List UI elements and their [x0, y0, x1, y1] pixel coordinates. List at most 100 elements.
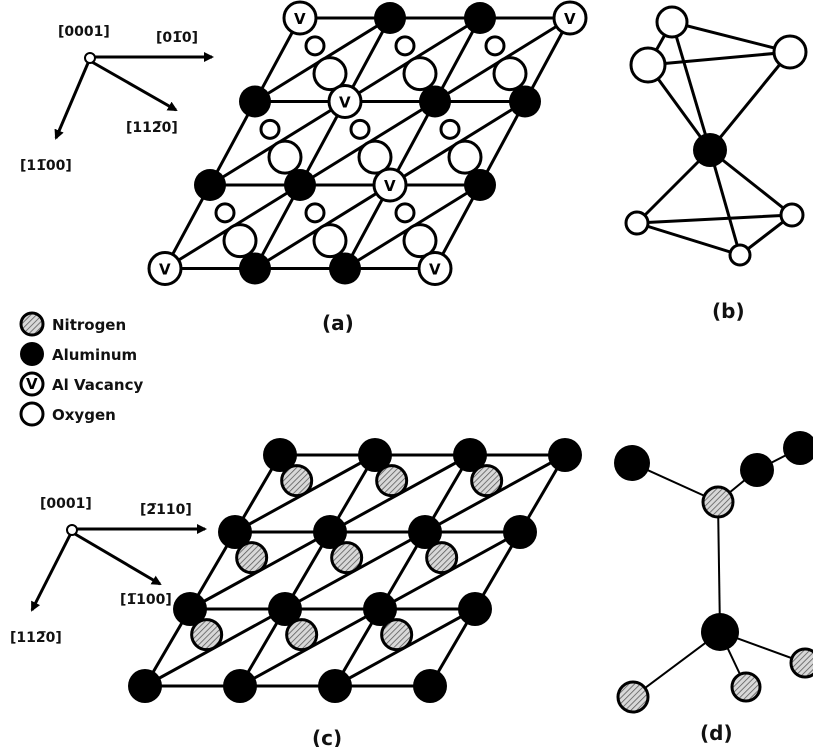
aluminum-atom	[408, 515, 442, 549]
oxygen-atom	[402, 223, 438, 259]
aluminum-atom	[363, 592, 397, 626]
aluminum-atom	[503, 515, 537, 549]
vacancy-circle	[372, 167, 408, 203]
aluminum-atom-icon	[20, 342, 44, 366]
aluminum-atom	[128, 669, 162, 703]
lattice-line	[428, 454, 567, 687]
aluminum-atom	[509, 85, 541, 118]
vacancy-symbol: V	[294, 10, 306, 28]
vacancy-circle	[282, 0, 318, 36]
lattice-line	[343, 17, 482, 270]
bond-line	[717, 501, 721, 633]
lower-tetrahedron-face	[636, 213, 797, 257]
bond-line	[708, 149, 742, 256]
aluminum-atom	[239, 85, 271, 118]
nitrogen-atom	[280, 464, 314, 498]
panel-c-caption: (c)	[312, 726, 342, 747]
lattice-line	[433, 17, 572, 270]
oxygen-atom	[267, 139, 303, 175]
nitrogen-atom	[789, 647, 813, 679]
al-vacancy-site: V	[147, 251, 183, 286]
oxygen-atom	[629, 46, 667, 84]
legend-label: Al Vacancy	[52, 376, 143, 394]
nitrogen-atom-icon	[19, 311, 45, 337]
axis-label-right: [01̅0]	[156, 30, 198, 46]
nitrogen-atom	[285, 618, 319, 652]
panel-d-bonds	[631, 447, 806, 698]
aluminum-atom	[374, 2, 406, 34]
aluminum-atom	[614, 445, 650, 481]
axis-label-origin: [0001]	[58, 24, 110, 40]
lattice-line	[163, 17, 302, 270]
vacancy-circle	[552, 0, 588, 36]
panel-a-axes: [0001] [01̅0] [112̅0] [11̅00]	[20, 24, 214, 174]
nitrogen-atom	[190, 618, 224, 652]
aluminum-atom	[548, 438, 582, 472]
al-vacancy-site: V	[417, 251, 453, 286]
vacancy-symbol: V	[564, 10, 576, 28]
bond-line	[670, 21, 712, 151]
nitrogen-atom	[425, 541, 459, 575]
oxygen-atom	[357, 139, 393, 175]
panel-d: (d)	[614, 431, 813, 745]
vacancy-symbol: V	[159, 261, 171, 279]
nitrogen-atom	[470, 464, 504, 498]
oxygen-atom	[728, 243, 752, 267]
panel-d-caption: (d)	[700, 721, 733, 745]
vacancy-circle	[417, 251, 453, 286]
legend-item-nitrogen: Nitrogen	[19, 311, 126, 337]
bond-line	[709, 148, 793, 217]
nitrogen-atom	[375, 464, 409, 498]
aluminum-atom	[464, 2, 496, 34]
oxygen-atom	[394, 202, 416, 224]
aluminum-atom	[173, 592, 207, 626]
aluminum-atom	[318, 669, 352, 703]
aluminum-atom	[218, 515, 252, 549]
nitrogen-atom	[330, 541, 364, 575]
oxygen-atom	[402, 56, 438, 92]
oxygen-atom	[772, 34, 808, 70]
axis-label-down: [11̅00]	[20, 158, 72, 174]
aluminum-atom	[413, 669, 447, 703]
axis-arrow-diagonal	[74, 532, 162, 586]
lattice-line	[333, 454, 472, 687]
oxygen-atom	[447, 139, 483, 175]
axis-label-right: [2̅110]	[140, 502, 192, 518]
axis-arrow-down	[54, 62, 90, 140]
legend: Nitrogen Aluminum V Al Vacancy Oxygen	[19, 311, 143, 427]
oxygen-atom	[439, 118, 461, 140]
panel-c-axes: [0001] [2̅110] [1̅100] [112̅0]	[10, 496, 207, 646]
aluminum-atom	[284, 169, 316, 201]
oxygen-atom	[492, 56, 528, 92]
legend-label: Aluminum	[52, 346, 137, 364]
oxygen-atom	[624, 210, 650, 236]
bond-line	[708, 51, 792, 151]
al-vacancy-site: V	[552, 0, 588, 36]
vacancy-symbol: V	[384, 177, 396, 195]
vacancy-circle	[327, 84, 363, 119]
al-vacancy-site: V	[282, 0, 318, 36]
aluminum-atom	[464, 169, 496, 201]
panel-b-bonds	[635, 20, 797, 257]
legend-label: Nitrogen	[52, 316, 126, 334]
panel-c-lattice	[128, 438, 582, 703]
axis-label-origin: [0001]	[40, 496, 92, 512]
oxygen-atom	[655, 5, 689, 39]
lattice-line	[143, 454, 282, 687]
oxygen-atom	[312, 223, 348, 259]
axis-label-diagonal: [112̅0]	[126, 120, 178, 136]
al-vacancy-site: V	[372, 167, 408, 203]
aluminum-atom	[458, 592, 492, 626]
aluminum-atom	[701, 613, 739, 651]
aluminum-atom	[693, 133, 727, 167]
vacancy-circle	[147, 251, 183, 286]
legend-item-aluminum: Aluminum	[20, 342, 137, 366]
aluminum-atom	[329, 252, 361, 285]
nitrogen-atom	[616, 680, 650, 714]
aluminum-atom	[194, 169, 226, 201]
aluminum-atom	[268, 592, 302, 626]
aluminum-atom	[263, 438, 297, 472]
lattice-lines	[143, 453, 567, 688]
